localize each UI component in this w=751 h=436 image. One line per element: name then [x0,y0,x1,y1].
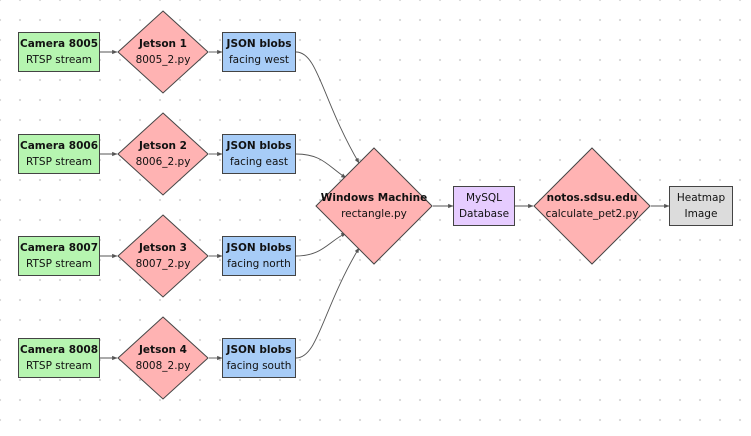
node-title: MySQL [465,192,503,204]
windows-machine-node[interactable]: Windows Machine rectangle.py [315,147,433,265]
jetson-3-node[interactable]: Jetson 3 8007_2.py [117,214,209,298]
node-title: JSON blobs [226,38,292,50]
node-title: Jetson 4 [139,344,187,356]
json-blobs-west-node[interactable]: JSON blobs facing west [222,32,296,72]
node-subtitle: 8005_2.py [135,54,191,66]
node-title: Camera 8006 [20,140,98,152]
node-subtitle: rectangle.py [341,208,407,220]
diamond-shape [117,10,209,94]
node-title: JSON blobs [226,344,292,356]
node-subtitle: RTSP stream [25,156,93,168]
node-subtitle: facing west [228,54,290,66]
node-subtitle: Image [684,208,718,220]
jetson-2-node[interactable]: Jetson 2 8006_2.py [117,112,209,196]
node-title: Jetson 2 [139,140,187,152]
node-subtitle: calculate_pet2.py [545,208,639,220]
node-title: Windows Machine [320,192,428,204]
node-title: Heatmap [676,192,726,204]
node-subtitle: RTSP stream [25,54,93,66]
edge-json-north-to-windows [295,232,347,257]
node-title: Camera 8008 [20,344,98,356]
jetson-1-node[interactable]: Jetson 1 8005_2.py [117,10,209,94]
edge-json-east-to-windows [295,153,347,179]
json-blobs-east-node[interactable]: JSON blobs facing east [222,134,296,174]
node-title: JSON blobs [226,140,292,152]
node-subtitle: 8008_2.py [135,360,191,372]
diamond-shape [533,147,651,265]
jetson-4-node[interactable]: Jetson 4 8008_2.py [117,316,209,400]
node-title: JSON blobs [226,242,292,254]
diamond-shape [117,316,209,400]
diamond-shape [117,112,209,196]
mysql-database-node[interactable]: MySQL Database [453,186,515,226]
node-title: Camera 8005 [20,38,98,50]
node-title: notos.sdsu.edu [546,192,638,204]
diamond-shape [117,214,209,298]
node-subtitle: facing north [227,258,291,270]
node-title: Jetson 3 [139,242,187,254]
node-subtitle: 8007_2.py [135,258,191,270]
json-blobs-south-node[interactable]: JSON blobs facing south [222,338,296,378]
edge-json-south-to-windows [295,247,360,359]
notos-server-node[interactable]: notos.sdsu.edu calculate_pet2.py [533,147,651,265]
node-subtitle: 8006_2.py [135,156,191,168]
node-title: Camera 8007 [20,242,98,254]
node-subtitle: RTSP stream [25,258,93,270]
json-blobs-north-node[interactable]: JSON blobs facing north [222,236,296,276]
node-subtitle: RTSP stream [25,360,93,372]
diamond-shape [315,147,433,265]
node-title: Jetson 1 [139,38,187,50]
node-subtitle: facing east [230,156,288,168]
node-subtitle: facing south [226,360,292,372]
edge-json-west-to-windows [295,51,360,164]
node-subtitle: Database [458,208,510,220]
